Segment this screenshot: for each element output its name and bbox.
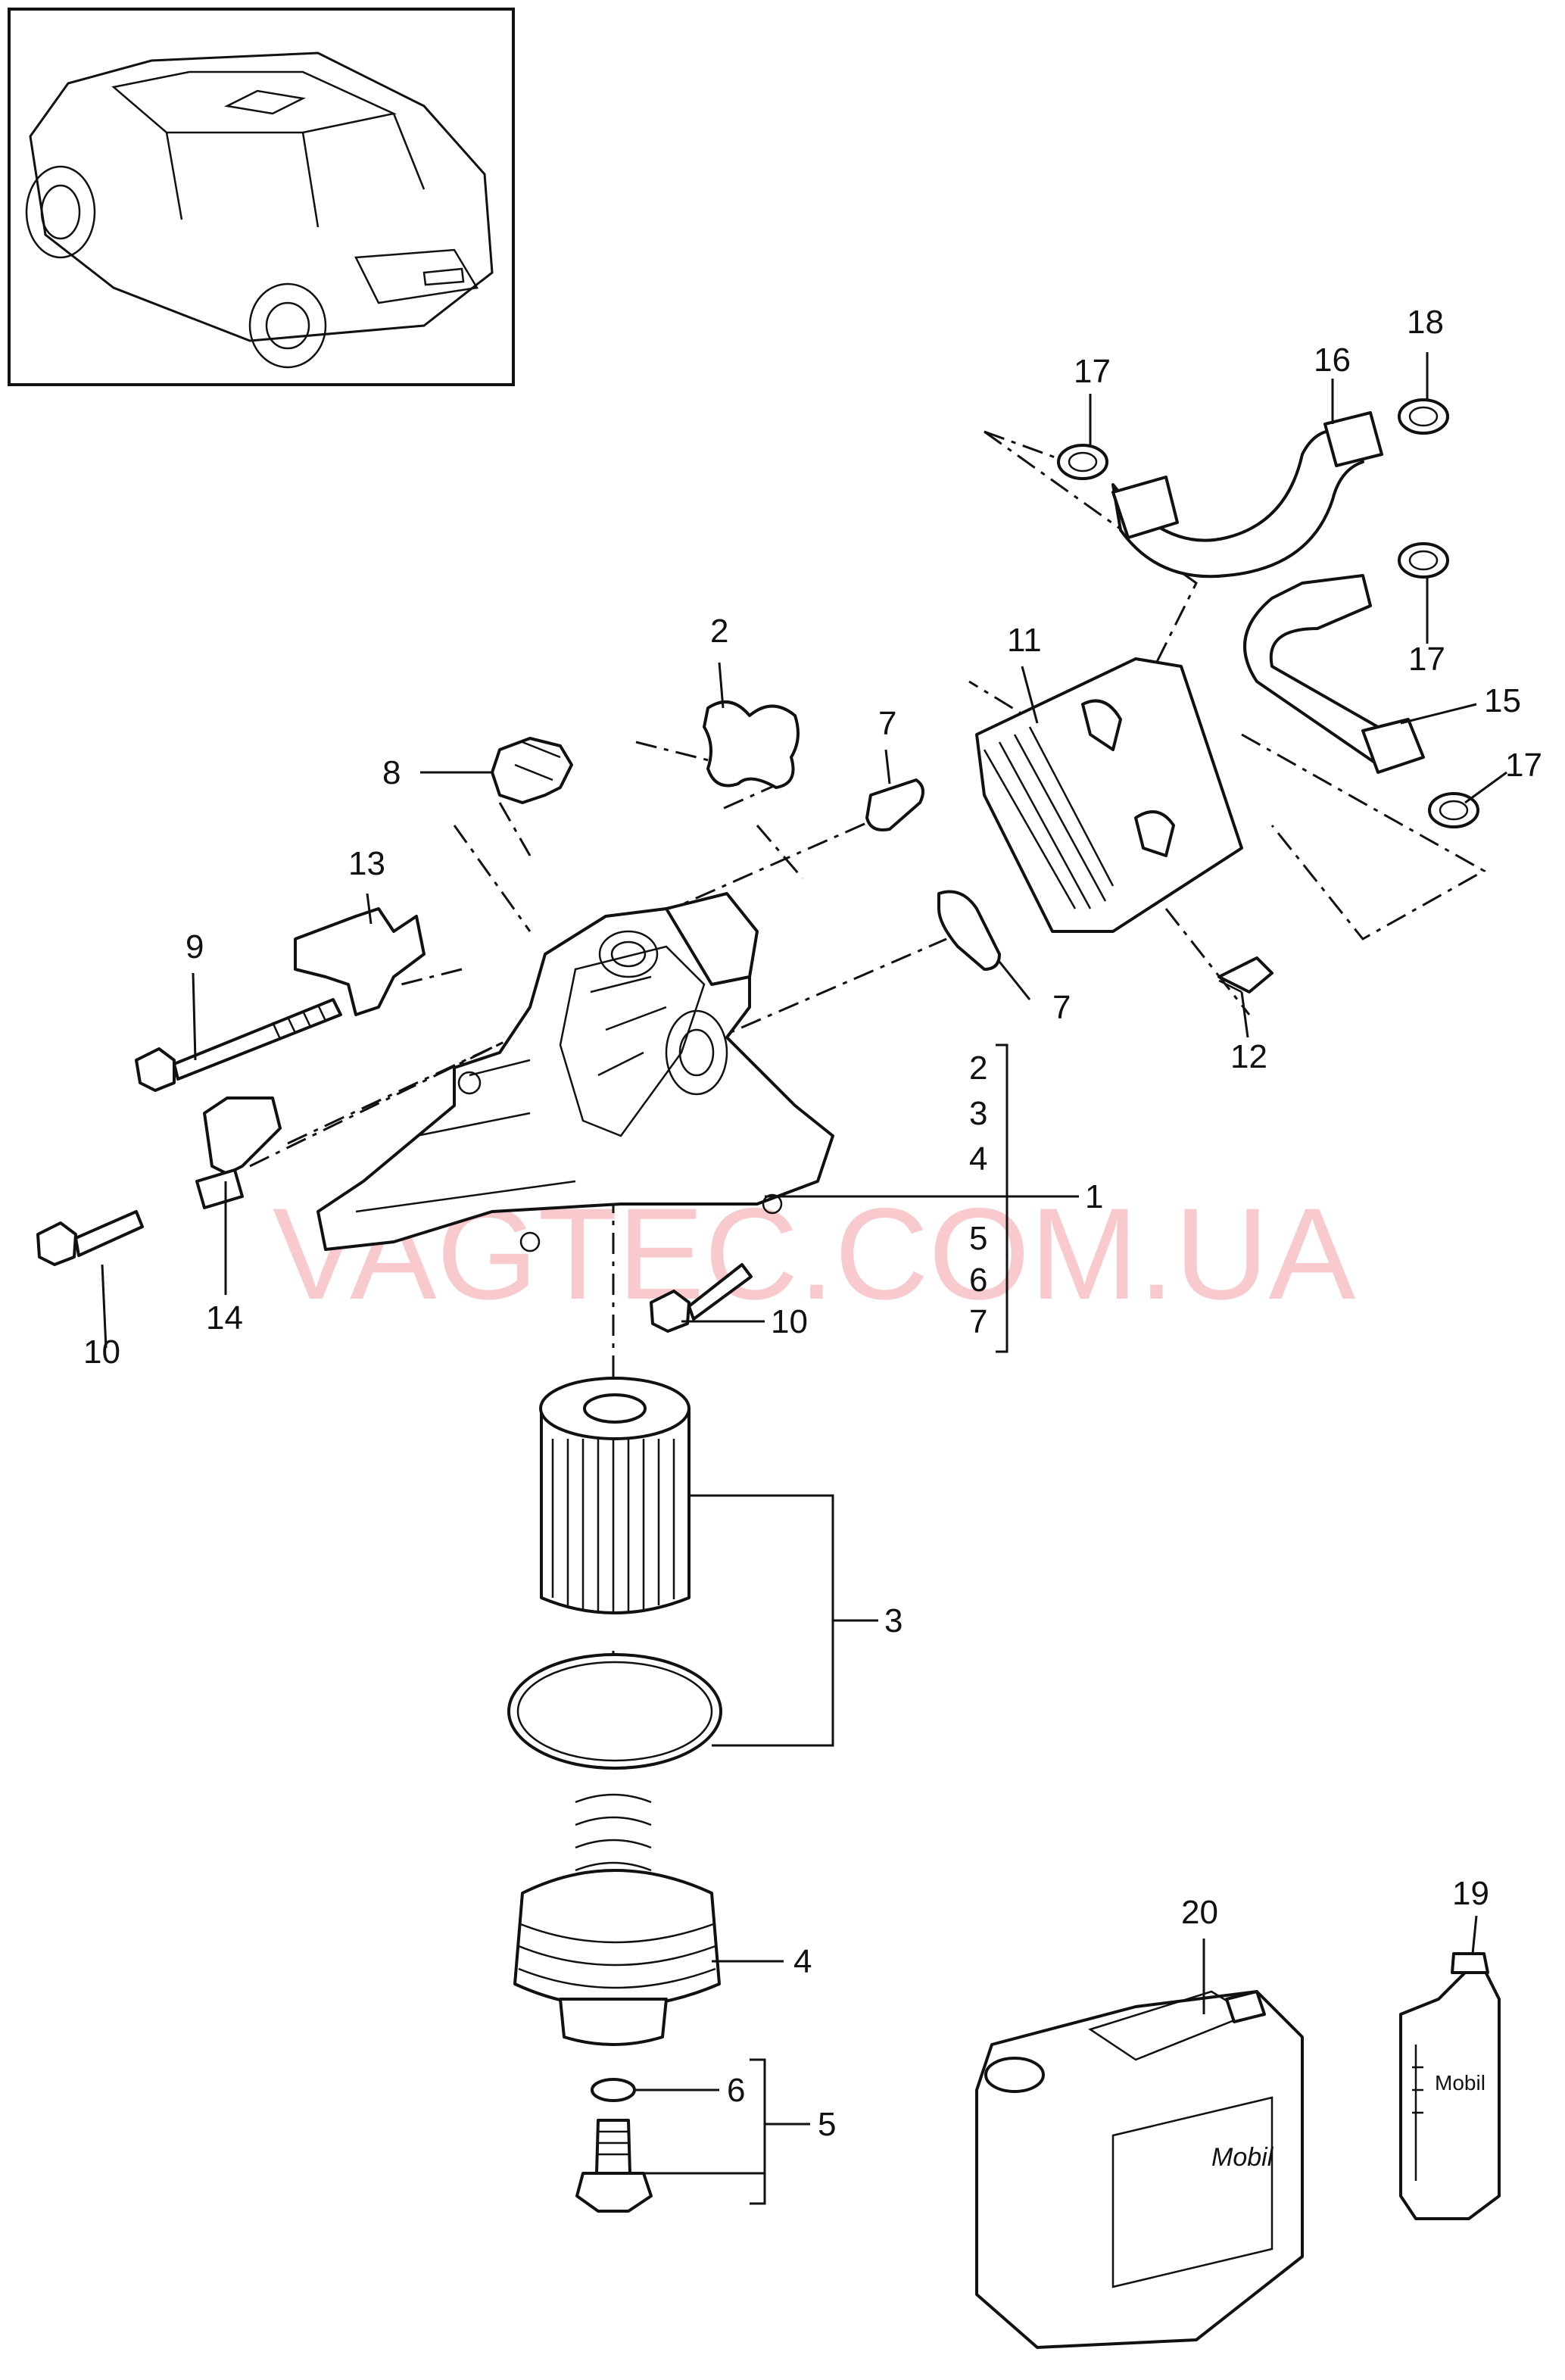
group-item-6: 6 (969, 1262, 987, 1299)
group-item-4: 4 (969, 1140, 987, 1178)
callout-13: 13 (348, 845, 385, 882)
part-1-group-list: 2 3 4 5 6 7 (969, 1050, 987, 1340)
oil-canister-part-20: Mobil (975, 1990, 1304, 2349)
callout-7-lower: 7 (1052, 989, 1071, 1026)
callout-11: 11 (1007, 622, 1042, 659)
drain-plug-part-5 (575, 2119, 653, 2213)
callout-3: 3 (884, 1602, 903, 1639)
canister-brand-text: Mobil (1211, 2143, 1274, 2172)
callout-8: 8 (382, 754, 401, 791)
callout-7-upper: 7 (878, 705, 896, 742)
callout-17-low: 17 (1505, 747, 1542, 784)
suv-illustration (25, 51, 494, 369)
seal-part-7-upper (865, 778, 924, 831)
callout-12: 12 (1230, 1038, 1267, 1075)
oil-cooler-part-11 (975, 657, 1243, 933)
callout-4: 4 (793, 1943, 812, 1980)
clamp-part-18 (1398, 398, 1449, 435)
callout-17-mid: 17 (1408, 641, 1445, 678)
sensor-part-8 (491, 737, 573, 804)
bolt-part-10-right (650, 1263, 753, 1333)
group-item-2: 2 (969, 1050, 987, 1087)
callout-10-right: 10 (771, 1303, 808, 1340)
callout-2: 2 (710, 613, 728, 650)
bracket-part-14 (195, 1096, 282, 1209)
seal-part-7-lower (937, 890, 1001, 971)
callout-17-top: 17 (1074, 353, 1111, 390)
bolt-part-12 (1217, 956, 1274, 993)
group-item-5: 5 (969, 1220, 987, 1257)
callout-15: 15 (1484, 682, 1521, 719)
callout-9: 9 (185, 928, 204, 965)
callout-10-left: 10 (83, 1333, 120, 1371)
oil-bottle-part-19: Mobil (1399, 1952, 1501, 2220)
callout-20: 20 (1181, 1894, 1218, 1931)
gasket-part-2 (703, 700, 800, 789)
callout-18: 18 (1407, 304, 1444, 341)
callout-14: 14 (206, 1299, 243, 1337)
callout-16: 16 (1314, 342, 1351, 379)
callout-1: 1 (1085, 1178, 1103, 1215)
callout-labels: 2 7 8 13 9 10 14 10 11 7 12 17 16 18 17 … (83, 304, 1542, 2143)
bolt-part-9 (135, 998, 342, 1092)
bolt-part-10-left (36, 1210, 144, 1266)
oil-filter-housing (316, 892, 834, 1252)
bottle-brand-text: Mobil (1435, 2071, 1486, 2095)
o-ring-part-6 (591, 2078, 636, 2102)
clamp-part-17-mid (1398, 542, 1449, 579)
filter-cap-part-4 (513, 1793, 721, 2046)
clamp-part-17-top (1057, 444, 1108, 480)
callout-19: 19 (1452, 1875, 1489, 1912)
callout-6: 6 (727, 2072, 745, 2109)
group-item-3: 3 (969, 1095, 987, 1132)
hose-part-15 (1243, 574, 1425, 774)
group-item-7: 7 (969, 1303, 987, 1340)
hose-part-16 (1111, 411, 1383, 579)
leader-lines (101, 352, 1507, 2205)
filter-element-part-3 (507, 1377, 722, 1770)
bracket-part-13 (294, 907, 426, 1016)
vehicle-inset (8, 8, 515, 386)
callout-5: 5 (818, 2106, 836, 2143)
